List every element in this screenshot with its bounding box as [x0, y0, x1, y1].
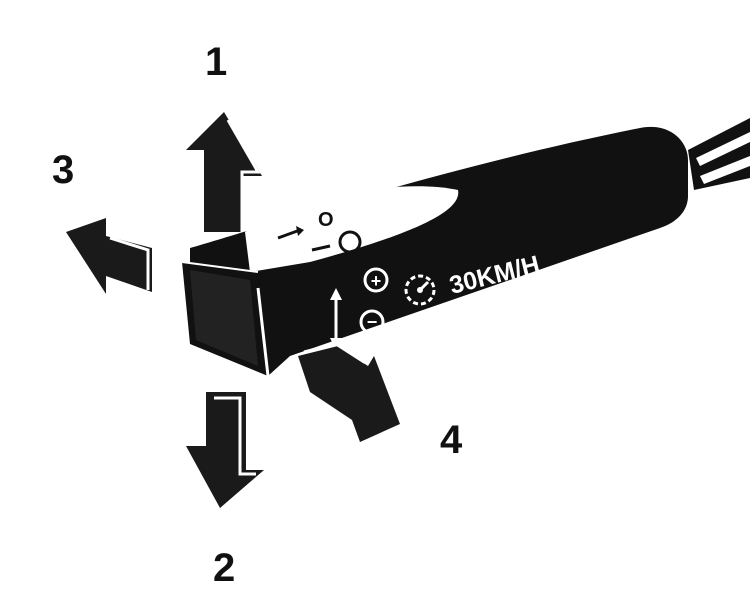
direction-label-1: 1	[205, 40, 228, 84]
direction-label-4: 4	[440, 418, 463, 462]
direction-label-3: 3	[52, 148, 75, 192]
column-shaft	[688, 118, 750, 190]
arrow-toward	[298, 342, 400, 442]
arrow-left	[66, 218, 152, 294]
off-mark-label: O	[318, 209, 334, 231]
minus-icon: −	[359, 309, 385, 335]
top-face-symbols: O	[277, 209, 362, 254]
plus-icon: +	[363, 267, 389, 293]
minus-symbol: −	[367, 312, 378, 332]
direction-label-2: 2	[213, 546, 236, 590]
speedometer-icon-small	[338, 230, 362, 254]
arrow-down	[186, 392, 264, 508]
speedometer-icon	[404, 274, 436, 306]
arrow-up	[186, 112, 262, 232]
plus-symbol: +	[371, 271, 382, 291]
lever-body	[181, 126, 688, 377]
